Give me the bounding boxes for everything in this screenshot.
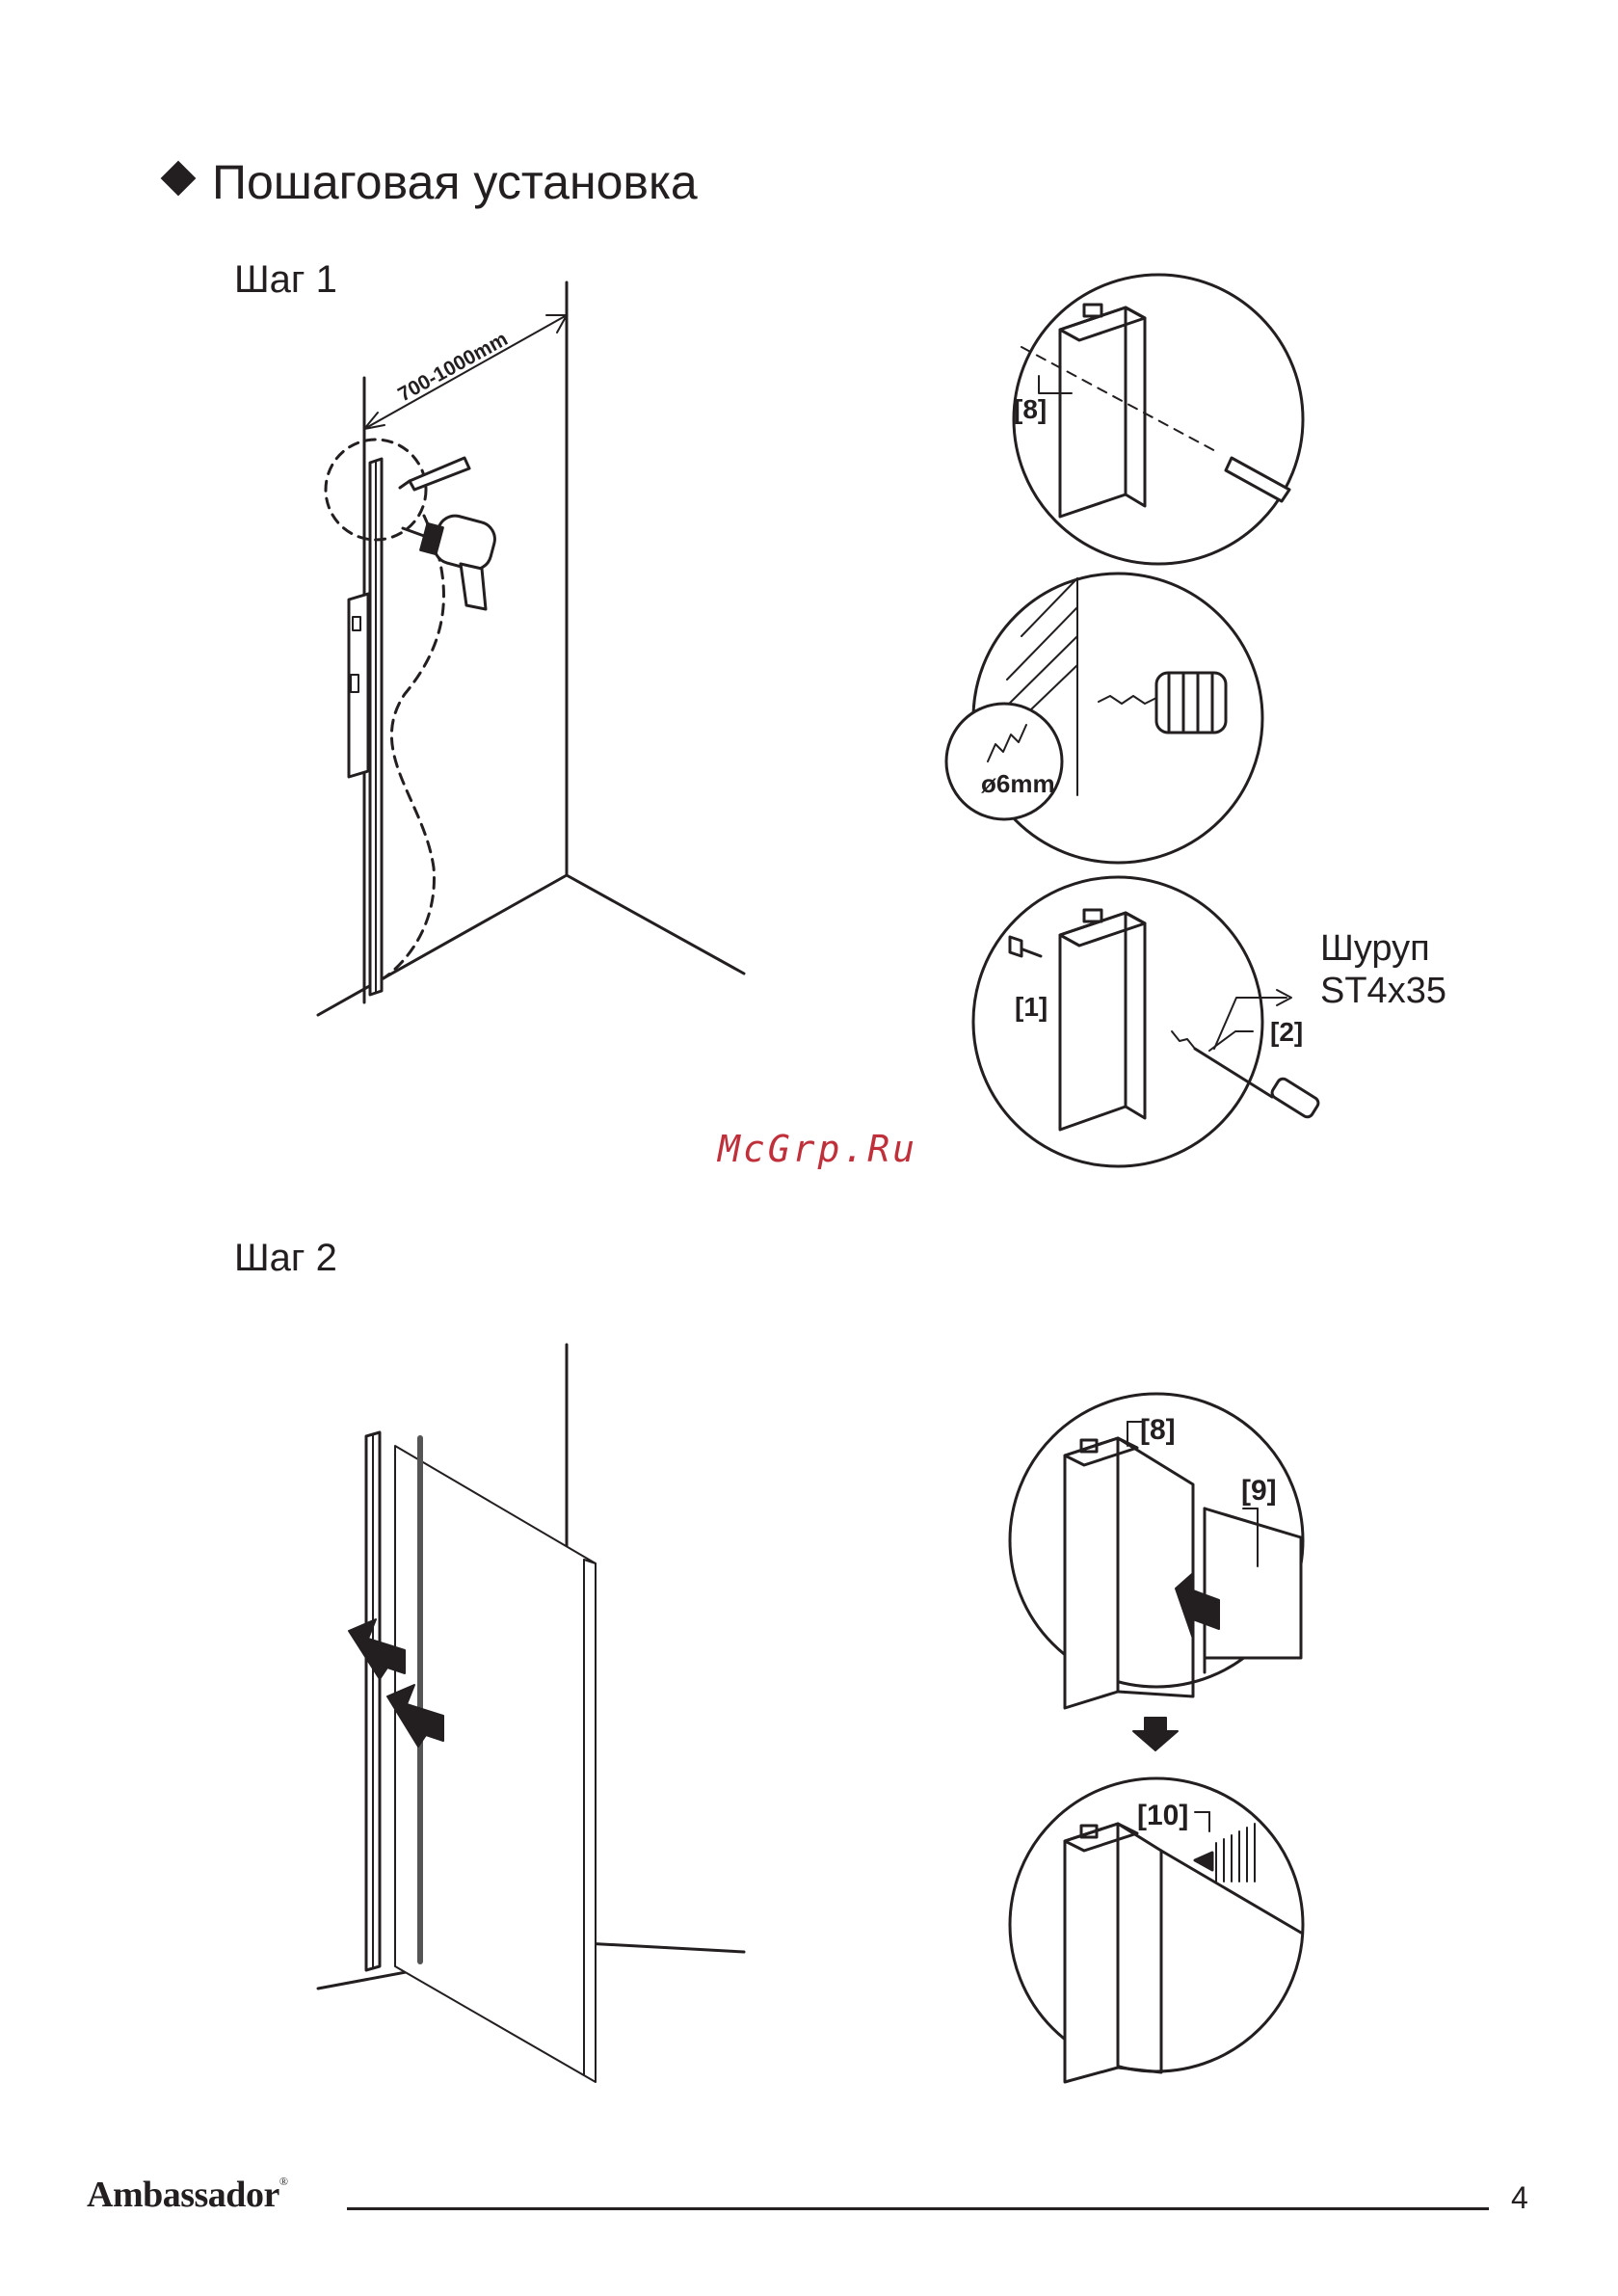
seal-label: [10] (1137, 1800, 1188, 1831)
pencil-icon (400, 458, 469, 490)
drill-icon (403, 512, 498, 609)
screw-part-label: [2] (1270, 1017, 1303, 1047)
mark-profile-label: [8] (1014, 394, 1047, 424)
drill-size-label: ø6mm (981, 769, 1055, 798)
pencil-icon (1226, 458, 1289, 501)
page-number: 4 (1511, 2180, 1528, 2216)
dashed-path (384, 516, 443, 978)
screw-spec: ST4x35 (1320, 970, 1446, 1012)
detail-profile-glass-parts (1065, 1422, 1301, 1708)
dowel-label: [1] (1015, 992, 1048, 1022)
spirit-level (349, 594, 368, 777)
detail-drill-bit (946, 704, 1062, 819)
dimension-label: 700-1000mm (394, 328, 511, 406)
footer-rule (347, 2207, 1489, 2210)
screw-label: Шуруп (1320, 927, 1446, 970)
brand-logo: Ambassador® (87, 2174, 287, 2216)
mark-profile-part (1021, 305, 1219, 517)
arrow-down-icon (1133, 1718, 1178, 1750)
watermark: McGrp.Ru (718, 1128, 917, 1170)
detail-seal-parts (1065, 1812, 1301, 2082)
detail-mark-profile (1014, 275, 1303, 564)
drill-icon (1099, 673, 1226, 733)
screw-callout: Шуруп ST4x35 (1320, 927, 1446, 1012)
detail-profile-label: [8] (1140, 1414, 1176, 1446)
glass-label: [9] (1241, 1475, 1277, 1507)
